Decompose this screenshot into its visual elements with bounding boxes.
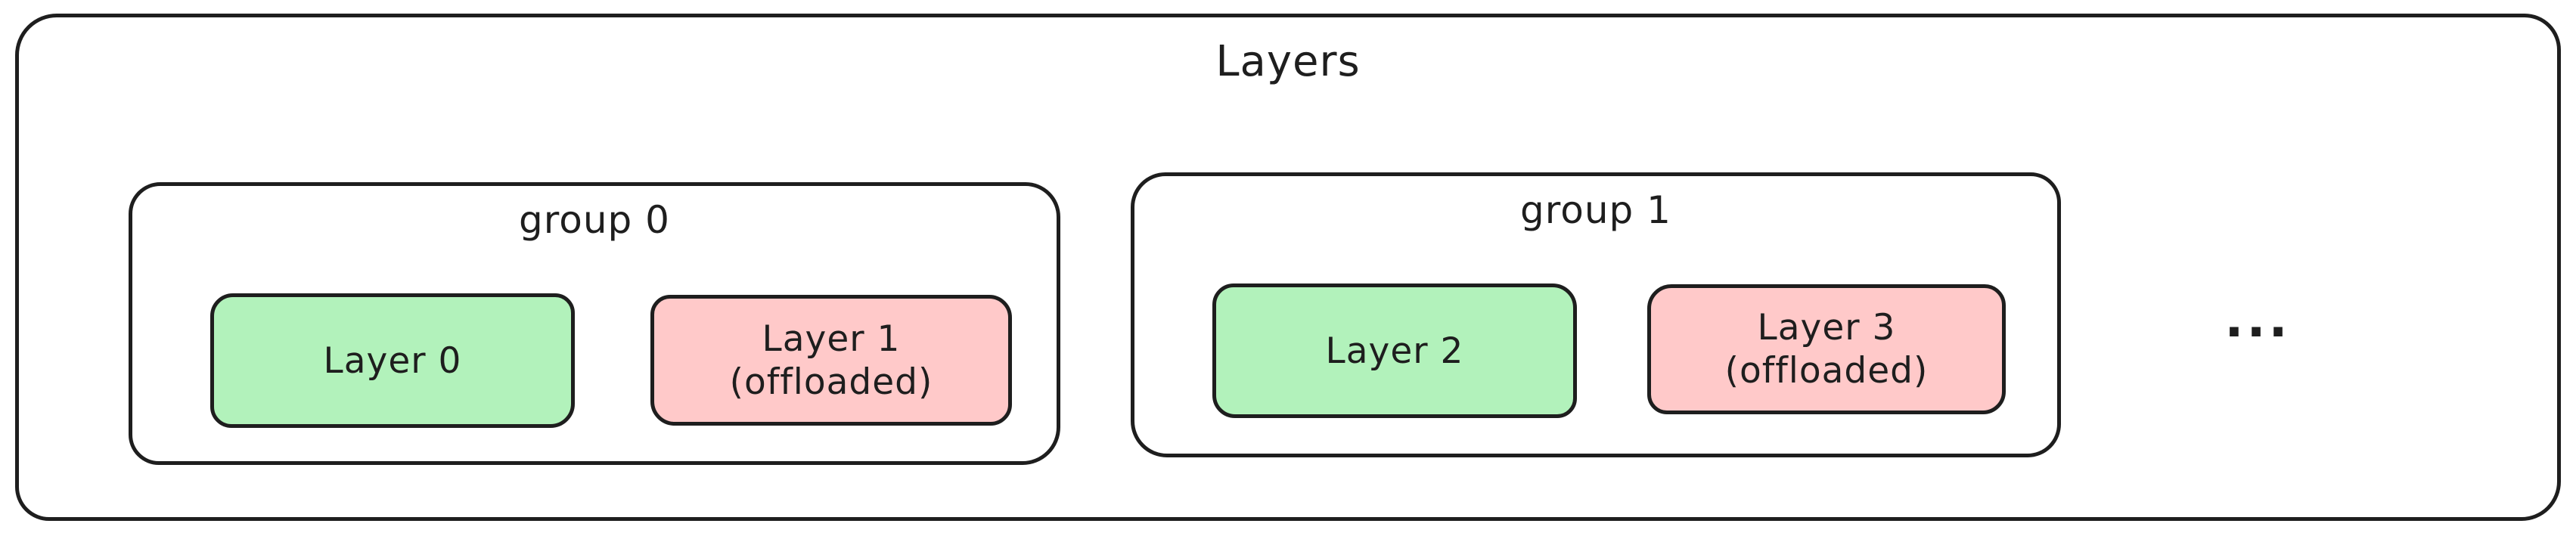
layer-3-box: Layer 3 (offloaded) [1647,284,2006,414]
layer-0-label: Layer 0 [323,339,462,382]
layer-2-box: Layer 2 [1212,283,1577,418]
group-1-box: group 1 Layer 2 Layer 3 (offloaded) [1131,172,2061,457]
layers-title: Layers [1215,37,1361,86]
group-1-label: group 1 [1520,188,1671,232]
layer-3-label: Layer 3 [1757,307,1896,349]
layers-container-box: Layers group 0 Layer 0 Layer 1 (offloade… [15,14,2561,521]
layer-1-box: Layer 1 (offloaded) [650,295,1012,426]
group-0-label: group 0 [519,198,670,242]
group-0-box: group 0 Layer 0 Layer 1 (offloaded) [129,182,1060,465]
layer-1-label: Layer 1 [762,318,901,360]
layer-3-offloaded-note: (offloaded) [1724,350,1929,392]
more-groups-ellipsis: ... [2224,290,2291,349]
layer-0-box: Layer 0 [210,293,575,428]
layer-1-offloaded-note: (offloaded) [729,361,933,403]
layer-2-label: Layer 2 [1325,330,1464,372]
